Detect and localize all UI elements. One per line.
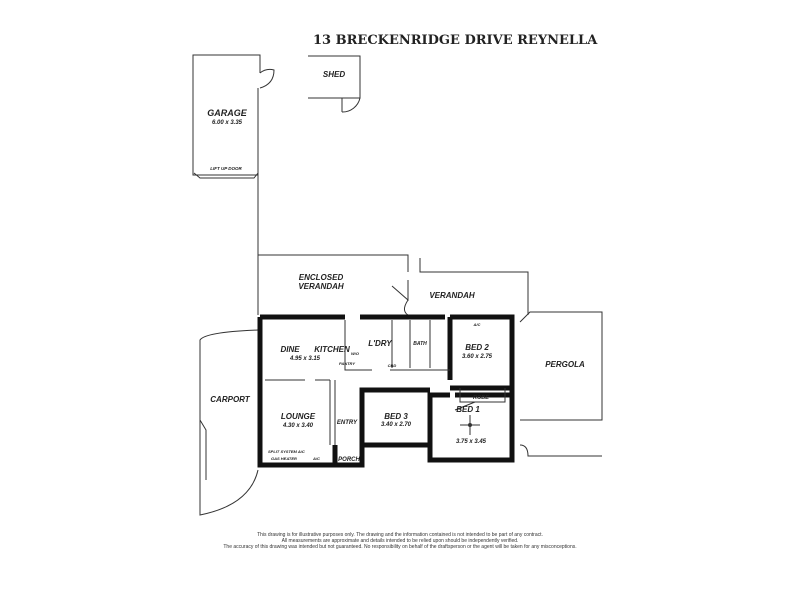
house: DINE 4.95 x 3.15 KITCHEN PANTRY W/O L'DR…: [257, 314, 515, 468]
svg-text:BED 2: BED 2: [465, 343, 489, 352]
svg-text:ENTRY: ENTRY: [337, 420, 358, 426]
svg-text:PORCH: PORCH: [338, 457, 360, 463]
shed: SHED: [308, 55, 361, 113]
disclaimer-line: This drawing is for illustrative purpose…: [257, 532, 543, 538]
garage: GARAGE 6.00 x 3.35 LIFT UP DOOR: [192, 54, 275, 315]
svg-text:6.00 x 3.35: 6.00 x 3.35: [212, 120, 243, 126]
svg-text:ENCLOSED: ENCLOSED: [299, 273, 344, 282]
svg-text:KITCHEN: KITCHEN: [314, 345, 350, 354]
svg-text:4.95 x 3.15: 4.95 x 3.15: [289, 356, 321, 362]
svg-text:3.75 x 3.45: 3.75 x 3.45: [456, 439, 487, 445]
svg-text:ROBE: ROBE: [473, 395, 489, 401]
svg-text:A/C: A/C: [473, 322, 481, 327]
disclaimer-line: All measurements are approximate and det…: [281, 538, 519, 544]
svg-text:SPLIT SYSTEM A/C: SPLIT SYSTEM A/C: [268, 449, 305, 454]
svg-text:BATH: BATH: [413, 341, 427, 347]
svg-text:3.60 x 2.75: 3.60 x 2.75: [462, 354, 493, 360]
plan-title: 13 BRECKENRIDGE DRIVE REYNELLA: [313, 33, 598, 48]
svg-text:W/O: W/O: [351, 351, 360, 356]
svg-text:PANTRY: PANTRY: [339, 361, 355, 366]
svg-text:GAS HEATER: GAS HEATER: [271, 456, 297, 461]
ceiling-fan-icon: [460, 415, 480, 435]
svg-text:LIFT UP DOOR: LIFT UP DOOR: [210, 166, 242, 171]
svg-text:PERGOLA: PERGOLA: [545, 360, 585, 369]
svg-text:VERANDAH: VERANDAH: [429, 291, 475, 300]
svg-text:CBD: CBD: [388, 363, 397, 368]
svg-text:L'DRY: L'DRY: [368, 339, 392, 348]
svg-text:SHED: SHED: [323, 70, 345, 79]
svg-text:GARAGE: GARAGE: [207, 108, 247, 118]
svg-text:LOUNGE: LOUNGE: [281, 412, 316, 421]
svg-text:DINE: DINE: [280, 345, 300, 354]
svg-text:BED 1: BED 1: [456, 405, 480, 414]
disclaimer-line: The accuracy of this drawing was intende…: [223, 544, 577, 550]
carport: CARPORT: [199, 329, 259, 516]
svg-text:VERANDAH: VERANDAH: [298, 282, 344, 291]
svg-text:A/C: A/C: [312, 456, 320, 461]
pergola: PERGOLA: [519, 311, 603, 457]
disclaimer: This drawing is for illustrative purpose…: [200, 532, 600, 550]
svg-text:4.30 x 3.40: 4.30 x 3.40: [282, 423, 314, 429]
verandahs: ENCLOSED VERANDAH VERANDAH: [258, 254, 529, 317]
svg-text:3.40 x 2.70: 3.40 x 2.70: [381, 422, 412, 428]
svg-text:BED 3: BED 3: [384, 412, 408, 421]
svg-text:CARPORT: CARPORT: [210, 395, 251, 404]
